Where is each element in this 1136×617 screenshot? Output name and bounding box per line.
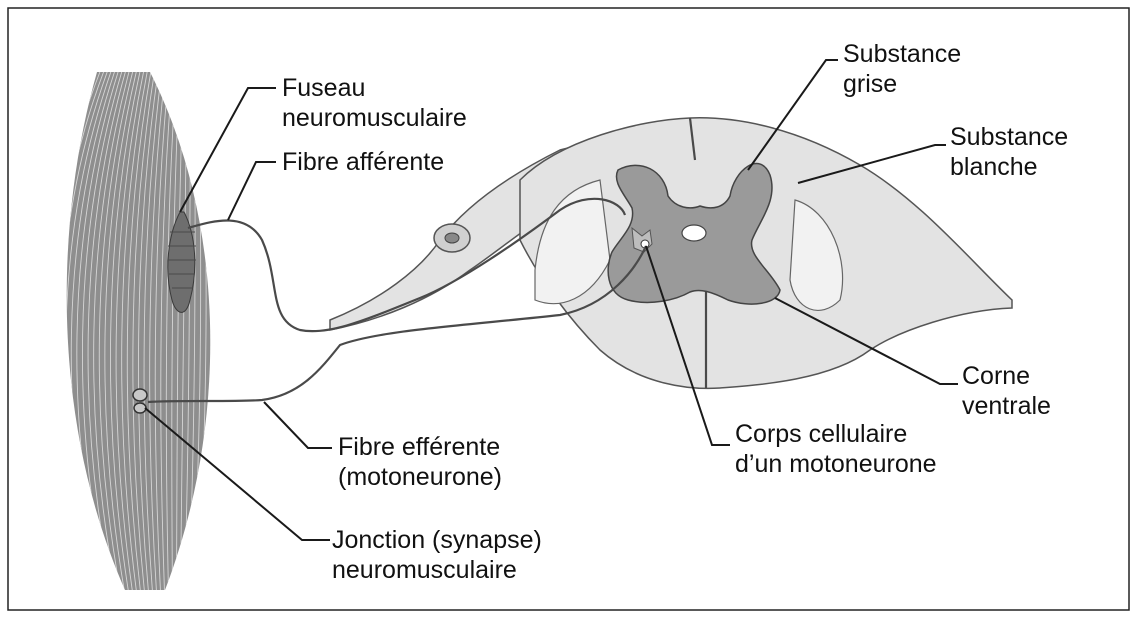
label-corps-1: Corps cellulaire [735, 420, 907, 448]
leader-fuseau [180, 88, 276, 212]
muscle-fiber-line [208, 72, 223, 595]
central-canal [682, 225, 706, 241]
leader-fibre-afferente [228, 162, 276, 220]
label-substance-blanche-1: Substance [950, 123, 1068, 151]
label-fibre-efferente-2: (motoneurone) [338, 463, 502, 491]
label-fuseau-1: Fuseau [282, 74, 365, 102]
label-substance-grise-1: Substance [843, 40, 961, 68]
leader-fibre-efferente [264, 402, 332, 448]
label-substance-grise-2: grise [843, 70, 897, 98]
label-corne-2: ventrale [962, 392, 1051, 420]
muscle [43, 72, 228, 595]
label-fuseau-2: neuromusculaire [282, 104, 467, 132]
label-fibre-afferente: Fibre afférente [282, 148, 444, 176]
label-corps-2: d’un motoneurone [735, 450, 937, 478]
label-corne-1: Corne [962, 362, 1030, 390]
label-jonction-1: Jonction (synapse) [332, 526, 542, 554]
label-jonction-2: neuromusculaire [332, 556, 517, 584]
label-fibre-efferente-1: Fibre efférente [338, 433, 500, 461]
label-substance-blanche-2: blanche [950, 153, 1038, 181]
